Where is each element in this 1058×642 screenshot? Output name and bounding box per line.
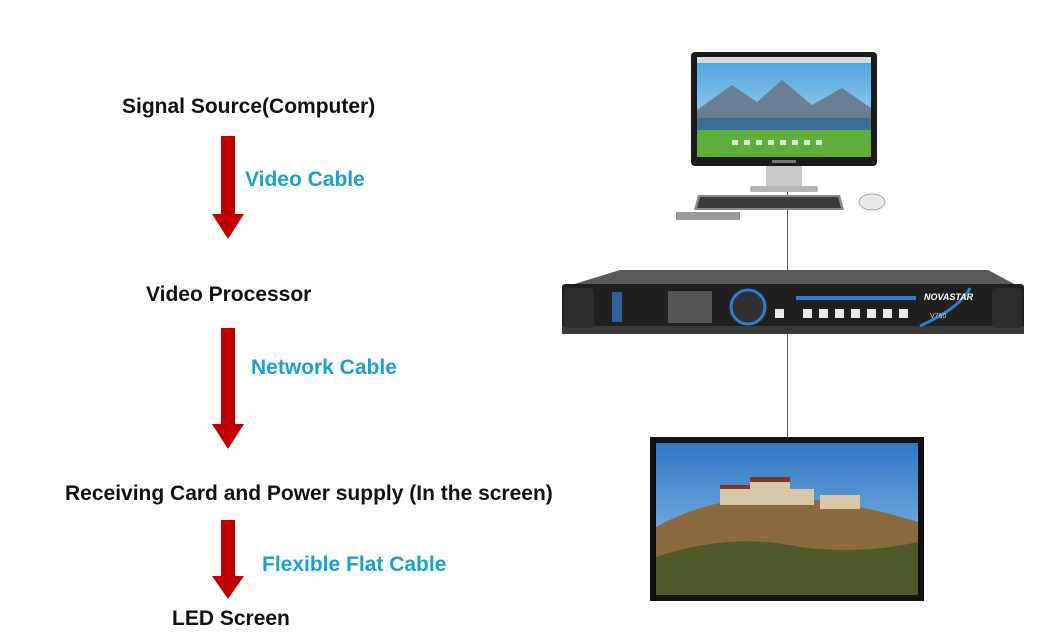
step-signal-source: Signal Source(Computer) (122, 95, 376, 118)
cable-network-label: Network Cable (251, 356, 397, 379)
device-model-text: V760 (930, 313, 946, 320)
computer-image (676, 52, 886, 220)
step-video-processor: Video Processor (146, 283, 312, 306)
video-processor-image: NOVASTAR V760 (562, 270, 1024, 334)
cable-video-label: Video Cable (245, 168, 365, 191)
arrow-down-2 (212, 328, 244, 449)
connector-line-bottom (787, 334, 788, 438)
cable-ffc-label: Flexible Flat Cable (262, 553, 447, 576)
arrow-down-1 (212, 136, 244, 239)
step-receiving-card: Receiving Card and Power supply (In the … (65, 482, 553, 505)
led-screen-image (650, 437, 924, 601)
arrow-down-3 (212, 520, 244, 599)
step-led-screen: LED Screen (172, 607, 290, 630)
connector-line-top (787, 170, 788, 282)
device-brand-text: NOVASTAR (924, 292, 974, 302)
